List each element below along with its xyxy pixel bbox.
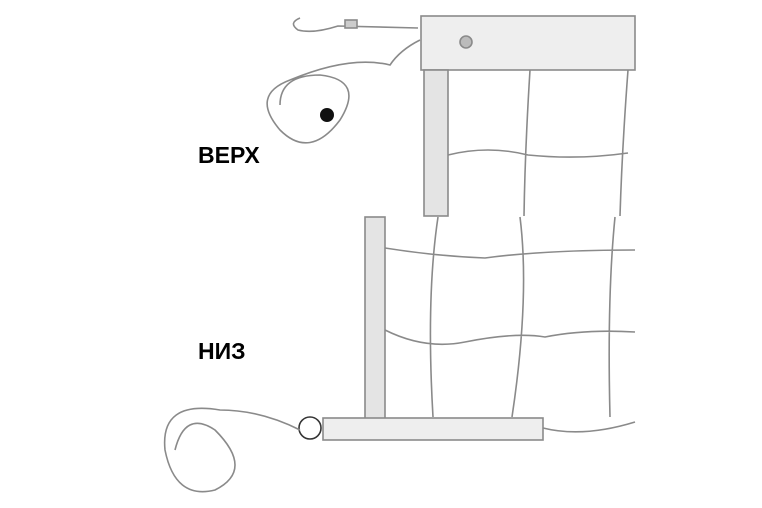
top-band [420, 15, 636, 71]
net-cords-bottom [384, 216, 636, 433]
top-label: ВЕРХ [198, 142, 260, 168]
bottom-net-section [163, 216, 636, 493]
side-tape-bottom [364, 216, 386, 421]
bottom-band [322, 417, 544, 441]
top-rope-coil [266, 39, 421, 144]
bottom-label: НИЗ [198, 338, 246, 364]
side-tape-top [423, 69, 449, 217]
top-net-section [266, 15, 636, 217]
net-cords-top [447, 69, 629, 217]
grommet [459, 35, 473, 49]
metal-ring [298, 416, 322, 440]
steel-cable [292, 17, 419, 33]
rope-stopper [320, 108, 334, 122]
cable-clamp [344, 19, 358, 29]
bottom-rope-coil [163, 407, 301, 493]
